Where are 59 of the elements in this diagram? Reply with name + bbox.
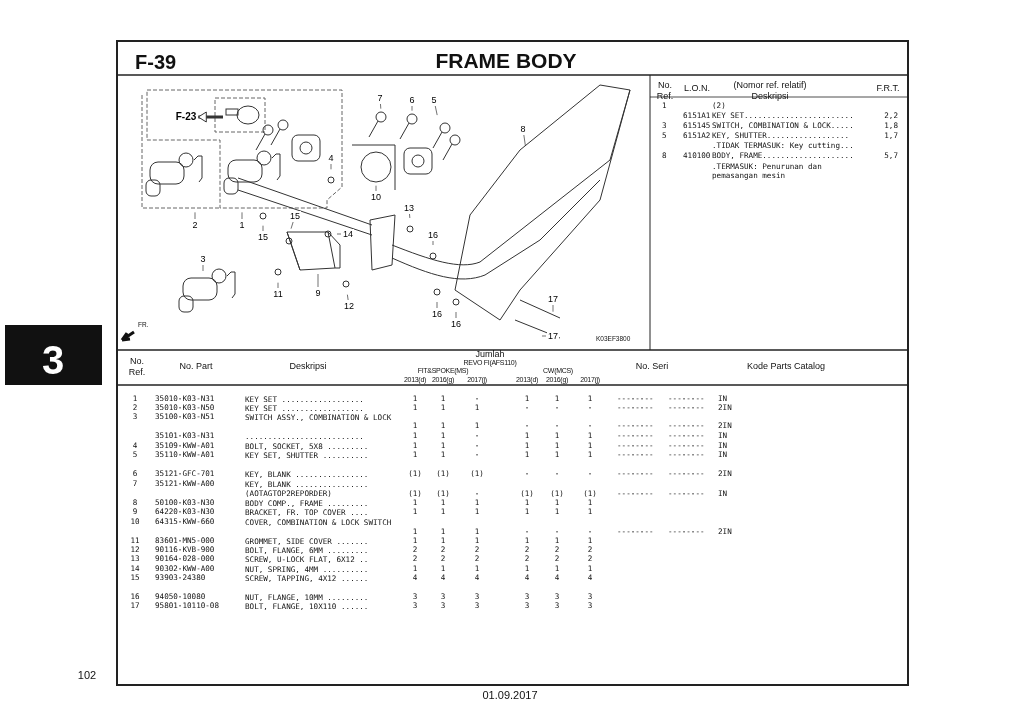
callout-number: 3 — [199, 254, 207, 264]
callout-number: 8 — [519, 124, 527, 134]
leader-line — [432, 240, 434, 246]
callout-number: 15 — [289, 211, 301, 221]
leader-line — [262, 225, 264, 232]
leader-line — [317, 273, 319, 288]
page-title: FRAME BODY — [435, 50, 577, 71]
column-header: L.O.N. — [684, 84, 710, 93]
leader-line — [552, 304, 554, 313]
leader-line — [202, 264, 204, 272]
page-number: 102 — [77, 670, 97, 681]
section-number: 3 — [41, 340, 65, 380]
leader-line — [336, 233, 342, 235]
callout-number: 12 — [343, 301, 355, 311]
column-header: Kode Parts Catalog — [747, 362, 825, 371]
column-header: No. Part — [179, 362, 213, 371]
leader-line — [290, 221, 294, 229]
callout-number: 1 — [238, 220, 246, 230]
callout-number: 9 — [314, 288, 322, 298]
callout-number: 17 — [547, 331, 559, 341]
leader-line — [541, 335, 547, 337]
leader-line — [330, 163, 332, 170]
column-header: Jumlah — [475, 350, 505, 359]
leader-line — [411, 105, 413, 111]
leader-line — [409, 213, 411, 219]
leader-line — [434, 105, 438, 116]
callout-number: 4 — [327, 153, 335, 163]
callout-number: 16 — [450, 319, 462, 329]
leader-line — [347, 294, 349, 301]
column-header: No. Seri — [635, 362, 669, 371]
callout-number: 16 — [431, 309, 443, 319]
column-header: No. Ref. — [655, 80, 675, 102]
callout-number: 17 — [547, 294, 559, 304]
callout-number: 14 — [342, 229, 354, 239]
leader-line — [380, 103, 382, 109]
callout-number: 15 — [257, 232, 269, 242]
leader-line — [194, 212, 196, 220]
column-header: F.R.T. — [876, 84, 900, 93]
cross-reference-label: F-23 — [174, 112, 198, 122]
callout-number: 10 — [370, 192, 382, 202]
callout-number: 16 — [427, 230, 439, 240]
column-header: No. Ref. — [127, 356, 147, 379]
leader-line — [241, 212, 243, 220]
leader-line — [523, 134, 526, 147]
callout-number: 2 — [191, 220, 199, 230]
print-date: 01.09.2017 — [482, 690, 538, 701]
column-header: Deskripsi — [289, 362, 327, 371]
column-header: (Nomor ref. relatif) Deskripsi — [732, 80, 808, 103]
leader-line — [277, 282, 279, 289]
figure-number: F-39 — [135, 52, 177, 72]
callout-number: 11 — [272, 289, 284, 299]
callout-number: 6 — [408, 95, 416, 105]
callout-number: 7 — [376, 93, 384, 103]
hollow-arrow — [197, 111, 223, 123]
leader-line — [455, 311, 457, 319]
callout-number: 13 — [403, 203, 415, 213]
leader-line — [436, 301, 438, 309]
leader-line — [375, 185, 377, 192]
callout-number: 5 — [430, 95, 438, 105]
